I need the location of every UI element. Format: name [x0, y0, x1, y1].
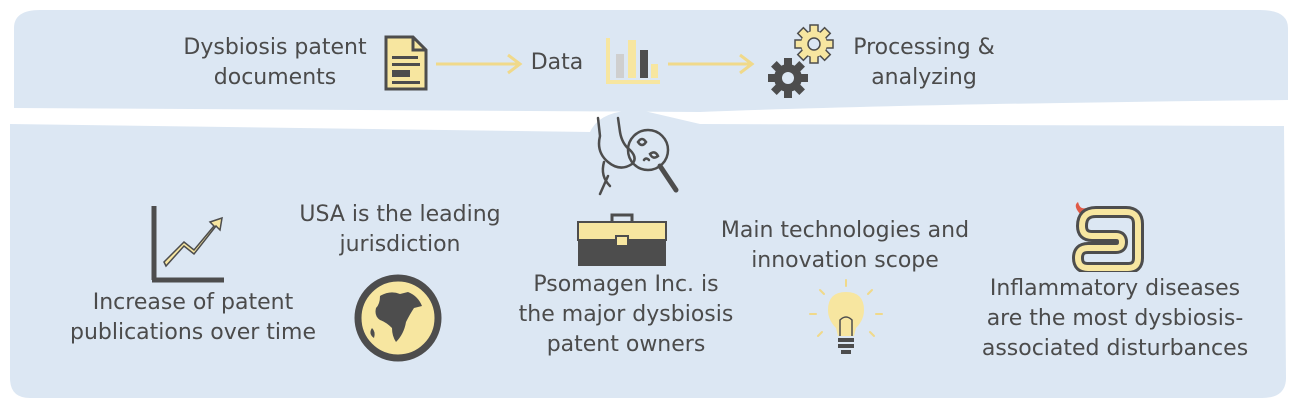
usa-label: USA is the leading jurisdiction — [299, 202, 501, 257]
lightbulb-icon — [809, 279, 883, 354]
bar-chart-icon — [606, 38, 660, 84]
process-label: Processing & analyzing — [853, 35, 995, 90]
stomach-magnifier-icon — [596, 116, 679, 196]
increase-label: Increase of patent publications over tim… — [69, 290, 317, 345]
arrow-2-icon — [668, 53, 755, 75]
arrow-1-icon — [436, 53, 523, 75]
psomagen-label: Psomagen Inc. is the major dysbiosis pat… — [518, 272, 734, 357]
top-panel — [14, 10, 1288, 112]
globe-icon — [354, 274, 442, 362]
gears-icon — [768, 24, 834, 98]
trend-chart-icon — [151, 206, 224, 283]
tech-label: Main technologies and innovation scope — [720, 218, 970, 273]
source-label: Dysbiosis patent documents — [183, 35, 367, 90]
data-label: Data — [530, 50, 584, 75]
briefcase-icon — [577, 213, 667, 266]
document-icon — [384, 35, 428, 91]
intestine-icon — [1072, 202, 1144, 272]
inflammatory-label: Inflammatory diseases are the most dysbi… — [981, 276, 1249, 361]
